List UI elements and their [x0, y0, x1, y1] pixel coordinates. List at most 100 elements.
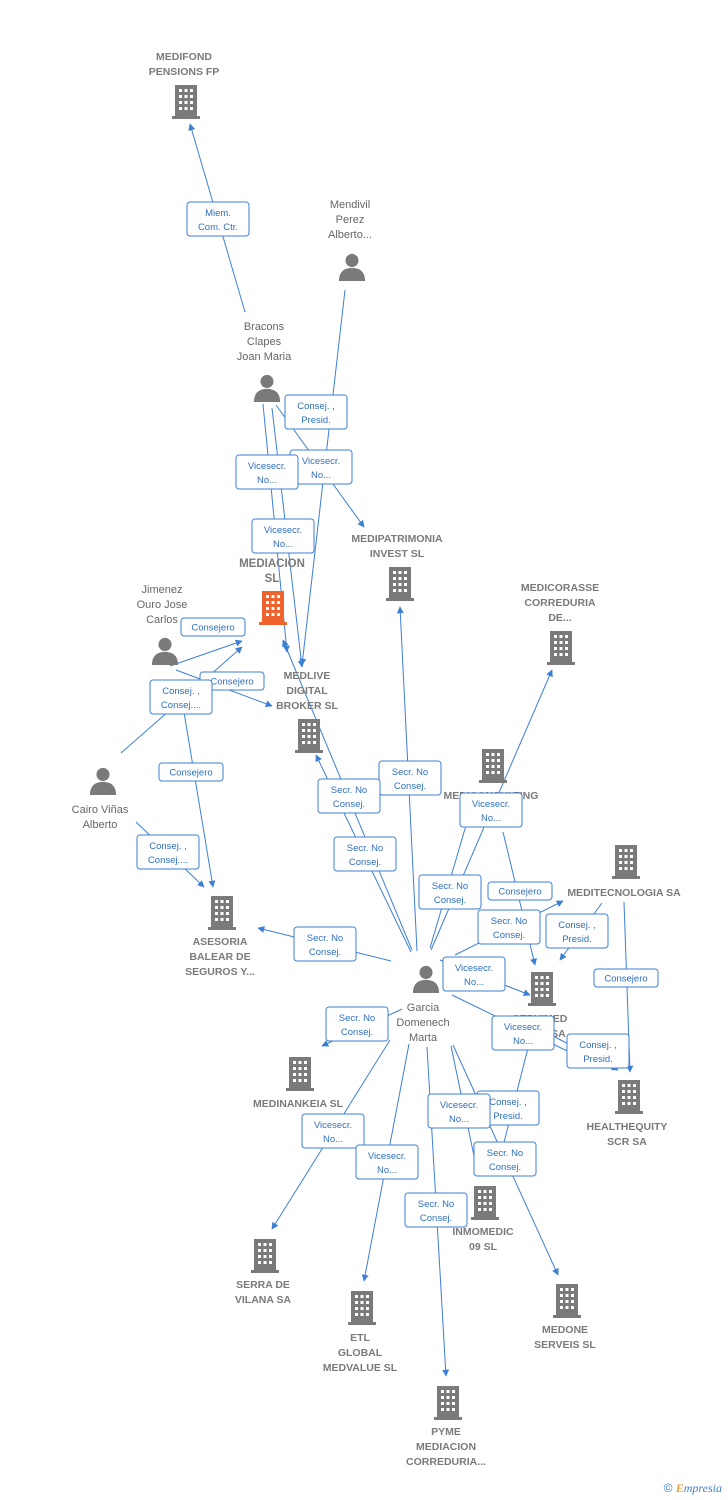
edge-label-garcia-to-etl[interactable]: Vicesecr.No... [355, 1144, 419, 1180]
node-label: Garcia [407, 1002, 440, 1014]
node-label: DIGITAL [286, 685, 328, 697]
edge-label-servimed-to-healthequity[interactable]: Consej. ,Presid. [566, 1033, 630, 1069]
footer-brand[interactable]: © Empresia [664, 1481, 722, 1496]
node-label: VILANA SA [235, 1294, 292, 1306]
node-label: BALEAR DE [189, 951, 250, 963]
edge-label-text: No... [311, 470, 331, 481]
edge-label-text: No... [449, 1114, 469, 1125]
edge-label-bracons-to-medipatrimonia[interactable]: Vicesecr.No... [289, 449, 353, 485]
person-icon [151, 637, 179, 665]
edge-label-garcia-to-mediconsulting[interactable]: Secr. No Consej. [418, 874, 482, 910]
edge-label-jimenez-to-artai[interactable]: Consejero [180, 617, 246, 637]
edge-label-text: Secr. No [339, 1013, 375, 1024]
node-label: SERRA DE [236, 1279, 290, 1291]
edge-label-meditecnologia-to-healthequity[interactable]: Consejero [593, 968, 659, 988]
node-meditecnologia[interactable]: MEDITECNOLOGIA SA [567, 845, 681, 899]
building-icon [208, 896, 236, 930]
edge-label-jimenez-to-asesoria[interactable]: Consejero [158, 762, 224, 782]
edge-labels-layer: Miem.Com. Ctr.Consej. ,Presid.Vicesecr.N… [136, 201, 659, 1228]
node-label: SCR SA [607, 1136, 647, 1148]
edge-label-box [593, 968, 659, 988]
edge-label-garcia-to-serra[interactable]: Vicesecr.No... [301, 1113, 365, 1149]
edge-label-text: Consejero [169, 768, 212, 779]
edge-label-text: Presid. [583, 1054, 613, 1065]
edge-label-text: Consej. [420, 1213, 452, 1224]
edge-label-servimed-to-inmomedic[interactable]: Consej. , Presid. [476, 1090, 540, 1126]
edge-label-cairo-to-asesoria[interactable]: Consej. ,Consej.... [136, 834, 200, 870]
node-label: Alberto [83, 819, 118, 831]
edge-label-text: Consej. , [489, 1097, 527, 1108]
edge-label-cairo-to-artai[interactable]: Consej. ,Consej.... [149, 679, 213, 715]
person-icon [412, 965, 440, 993]
edge-label-garcia-to-inmomedic[interactable]: Vicesecr.No... [427, 1093, 491, 1129]
building-icon [547, 631, 575, 665]
person-icon [89, 767, 117, 795]
building-icon [612, 845, 640, 879]
edge-label-mediconsulting-to-servimed[interactable]: Consejero [487, 881, 553, 901]
edge-label-text: Vicesecr. [368, 1151, 406, 1162]
edge-label-garcia-to-healthequity[interactable]: Vicesecr.No... [491, 1015, 555, 1051]
node-medicorasse[interactable]: MEDICORASSECORREDURIADE... [521, 582, 599, 665]
building-icon [553, 1284, 581, 1318]
edge-label-garcia-to-medicorasse[interactable]: Vicesecr.No... [459, 792, 523, 828]
node-label: Joan Maria [237, 351, 292, 363]
edge-label-box [180, 617, 246, 637]
node-label: MEDITECNOLOGIA SA [567, 887, 681, 899]
edge-label-box [378, 760, 442, 796]
edge-label-text: Vicesecr. [504, 1022, 542, 1033]
edge-label-mendivil-to-medlive[interactable]: Consej. ,Presid. [284, 394, 348, 430]
edge-label-box [355, 1144, 419, 1180]
edge-label-text: Secr. No [347, 843, 383, 854]
edge-label-box [566, 1033, 630, 1069]
node-serra[interactable]: SERRA DE VILANA SA [235, 1239, 292, 1306]
node-pyme[interactable]: PYMEMEDIACIONCORREDURIA... [406, 1386, 486, 1468]
edge-label-bracons-to-medifond[interactable]: Miem.Com. Ctr. [186, 201, 250, 237]
node-label: DE... [548, 612, 571, 624]
edge-label-text: Consej. , [297, 401, 335, 412]
node-label: MEDVALUE SL [323, 1362, 398, 1374]
edge-label-box [473, 1141, 537, 1177]
edge-label-meditecnologia-to-servimed[interactable]: Consej. ,Presid. [545, 913, 609, 949]
node-label: Mendivil [330, 199, 370, 211]
node-medinankeia[interactable]: MEDINANKEIA SL [253, 1057, 344, 1110]
edge-label-text: Consej. [434, 895, 466, 906]
node-label: MEDINANKEIA SL [253, 1098, 344, 1110]
building-icon [471, 1186, 499, 1220]
building-icon [295, 719, 323, 753]
edge-label-box [325, 1006, 389, 1042]
edge-label-text: Presid. [493, 1111, 523, 1122]
edge-label-text: Consejero [210, 677, 253, 688]
building-icon [615, 1080, 643, 1114]
node-label: MEDLIVE [284, 670, 331, 682]
node-mendivil[interactable]: MendivilPerezAlberto... [328, 199, 372, 281]
edge-label-bracons-to-artai[interactable]: Vicesecr.No... [235, 454, 299, 490]
edge-label-box [491, 1015, 555, 1051]
edge-label-text: Secr. No [432, 881, 468, 892]
edge-label-garcia-to-servimed[interactable]: Vicesecr.No... [442, 956, 506, 992]
edge-label-bracons-to-medlive[interactable]: Vicesecr.No... [251, 518, 315, 554]
edge-label-box [317, 778, 381, 814]
